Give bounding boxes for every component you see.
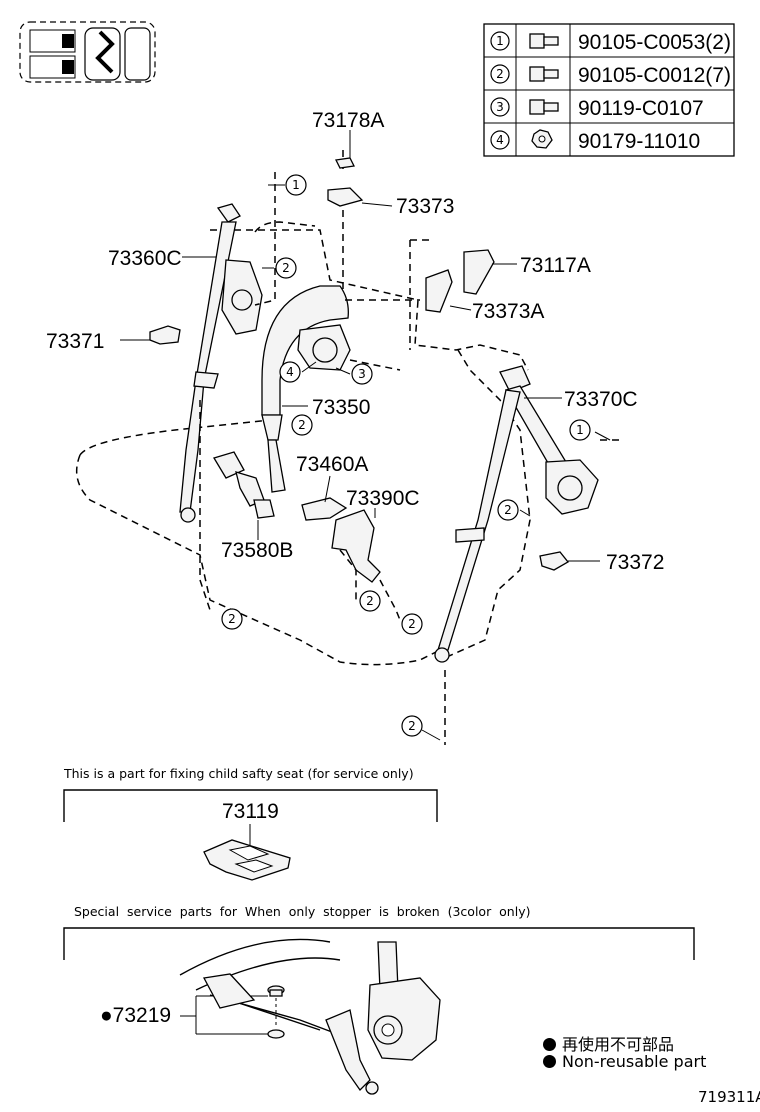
label-73350: 73350 <box>312 396 370 419</box>
label-73117A: 73117A <box>520 254 591 277</box>
child-seat-note: This is a part for fixing child safty se… <box>63 766 414 781</box>
legend-english: Non-reusable part <box>543 1052 706 1071</box>
label-73460A: 73460A <box>296 453 368 476</box>
label-73580B: 73580B <box>221 539 293 562</box>
buckle-73460A <box>301 497 348 521</box>
diagram-id: 719311A <box>698 1088 760 1106</box>
seat-outline <box>75 221 531 666</box>
fastener-callouts: 1 2 4 3 2 1 2 2 2 2 2 <box>221 174 591 741</box>
bracket-73119 <box>203 839 291 881</box>
clip-73117A <box>425 249 495 313</box>
label-73390C: 73390C <box>346 487 420 510</box>
svg-text:2: 2 <box>298 418 306 432</box>
leader-lines <box>120 130 611 562</box>
svg-text:2: 2 <box>408 617 416 631</box>
svg-text:4: 4 <box>286 365 294 379</box>
part-number-labels: 73178A 73373 73360C 73117A 73373A 73371 … <box>46 109 664 574</box>
fastener-part-4: 90179-11010 <box>578 130 700 153</box>
svg-text:2: 2 <box>282 261 290 275</box>
clip-73373 <box>327 157 364 207</box>
svg-text:2: 2 <box>366 594 374 608</box>
svg-text:2: 2 <box>228 612 236 626</box>
left-seatbelt-assembly <box>179 172 276 611</box>
nut-icon <box>531 129 553 149</box>
stopper-lower <box>267 1029 285 1039</box>
non-reusable-dot-icon <box>543 1055 556 1068</box>
label-73360C: 73360C <box>108 247 182 270</box>
label-73219: ●73219 <box>100 1004 171 1027</box>
svg-text:3: 3 <box>358 367 366 381</box>
fastener-index-4: 4 <box>496 133 504 147</box>
fastener-index-3: 3 <box>496 100 504 114</box>
clip-73371 <box>149 325 181 345</box>
label-73373: 73373 <box>396 195 454 218</box>
non-reusable-dot-icon <box>543 1038 556 1051</box>
bolt-icon <box>529 66 559 82</box>
fastener-table: 1 2 3 4 90105-C0053(2) 90105-C0012(7) 90… <box>483 23 735 157</box>
legend-japanese: 再使用不可部品 <box>543 1031 674 1055</box>
bolt-icon <box>529 33 559 49</box>
label-73372: 73372 <box>606 551 664 574</box>
seat-position-icon <box>19 21 156 83</box>
label-73370C: 73370C <box>564 388 638 411</box>
label-73178A: 73178A <box>312 109 384 132</box>
label-73373A: 73373A <box>472 300 544 323</box>
fastener-part-1: 90105-C0053(2) <box>578 31 731 54</box>
centre-seatbelt-assembly <box>261 285 420 493</box>
fastener-index-2: 2 <box>496 67 504 81</box>
clip-73372 <box>539 551 569 571</box>
svg-text:1: 1 <box>576 423 584 437</box>
label-73371: 73371 <box>46 330 104 353</box>
svg-text:1: 1 <box>292 178 300 192</box>
fastener-part-2: 90105-C0012(7) <box>578 64 731 87</box>
belt-detail <box>179 938 441 1095</box>
label-73119: 73119 <box>222 800 279 823</box>
svg-text:2: 2 <box>504 503 512 517</box>
special-service-section: Special service parts for When only stop… <box>63 904 695 1095</box>
special-service-note: Special service parts for When only stop… <box>74 904 530 919</box>
fastener-part-3: 90119-C0107 <box>578 97 704 120</box>
child-seat-section: This is a part for fixing child safty se… <box>63 766 438 881</box>
right-seatbelt-assembly <box>434 365 624 745</box>
stopper-upper <box>267 985 285 997</box>
buckle-73580B <box>213 451 275 519</box>
fastener-index-1: 1 <box>496 34 504 48</box>
bolt-icon <box>529 99 559 115</box>
svg-text:2: 2 <box>408 719 416 733</box>
buckle-73390C <box>331 509 401 621</box>
